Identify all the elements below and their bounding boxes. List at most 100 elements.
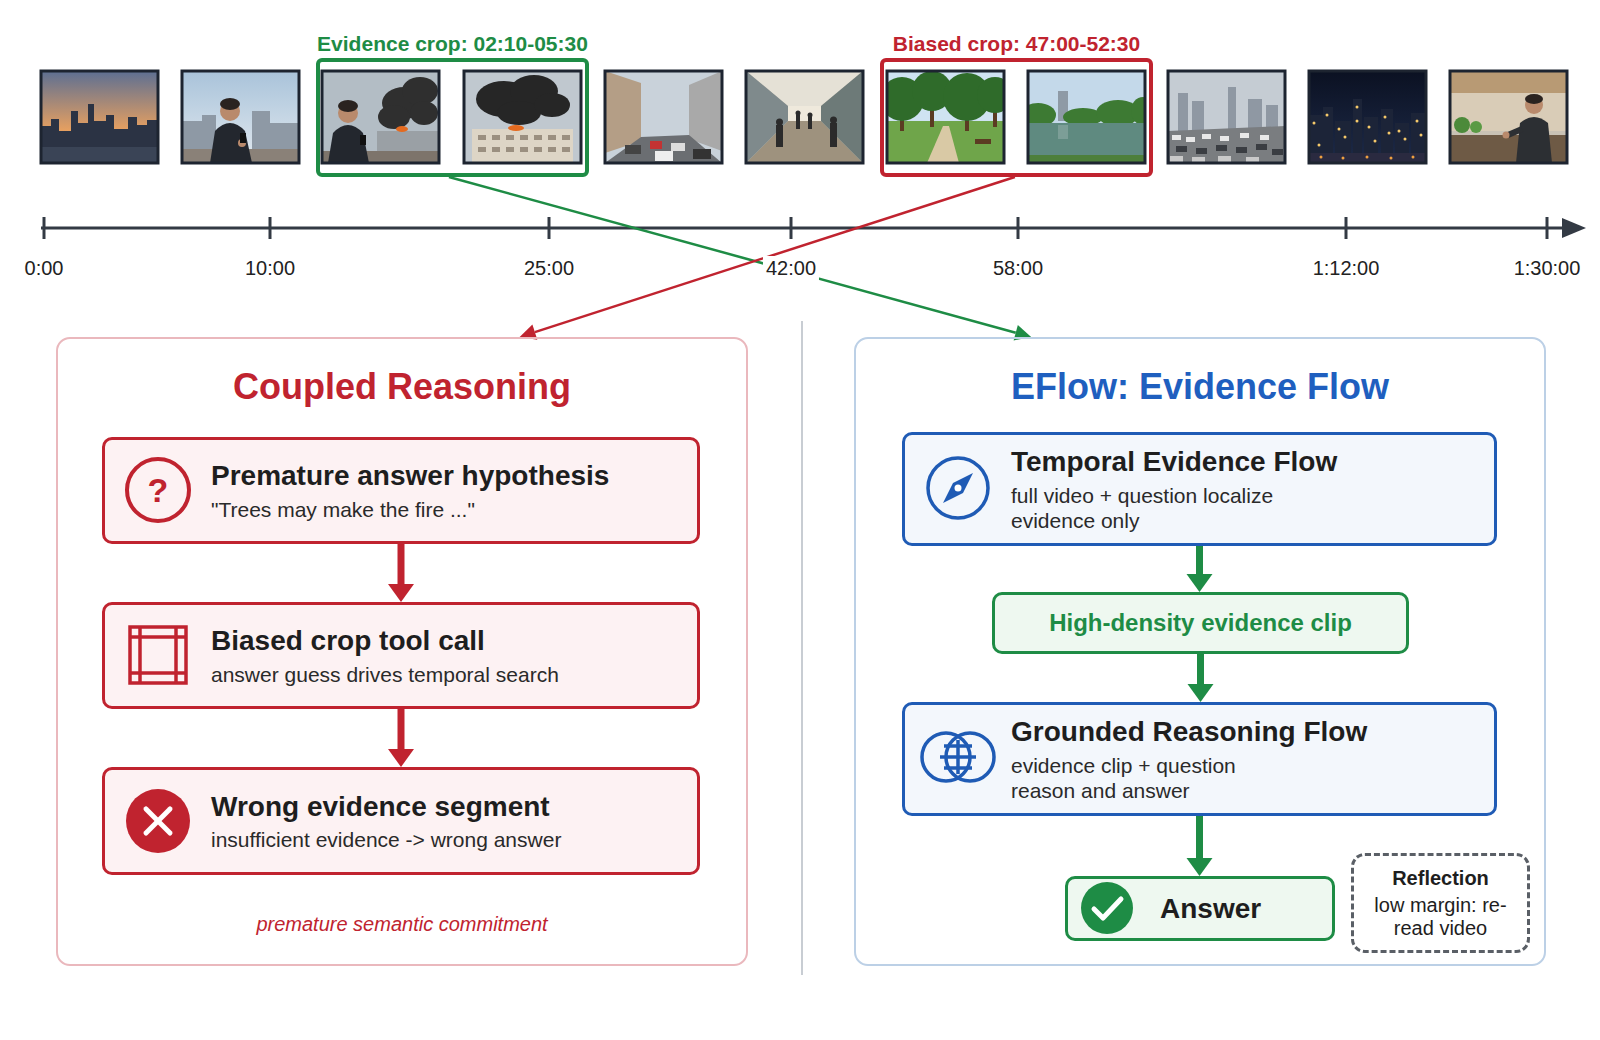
illustration-shape: [478, 135, 486, 140]
illustration-shape: [1196, 148, 1207, 154]
illustration-shape: [464, 71, 581, 163]
illustration-shape: [220, 98, 240, 110]
illustration-shape: [746, 71, 863, 163]
illustration-shape: [605, 71, 722, 163]
label-slot: 42:00: [763, 256, 819, 280]
illustration-shape: [130, 627, 186, 683]
flow-arrow: [449, 177, 1016, 333]
illustration-shape: [746, 71, 788, 163]
illustration-shape: [956, 740, 960, 774]
illustration-shape: [1260, 135, 1269, 140]
label-slot: 1:12:00: [1310, 256, 1383, 280]
illustration-shape: [146, 809, 170, 833]
illustration-shape: [478, 135, 570, 152]
illustration-shape: [746, 71, 863, 163]
illustration-shape: [605, 135, 722, 163]
time-label: 1:12:00: [1310, 256, 1383, 280]
illustration-shape: [1028, 123, 1145, 163]
illustration-shape: [322, 71, 439, 163]
flow-arrow: [398, 544, 405, 584]
evidence-crop-box: Evidence crop: 02:10-05:30: [316, 58, 589, 177]
illustration-shape: [1216, 145, 1227, 151]
biased-crop-box: Biased crop: 47:00-52:30: [880, 58, 1153, 177]
illustration-shape: [1344, 136, 1347, 139]
question-icon: [127, 459, 189, 521]
crop-icon: [130, 627, 186, 683]
illustration-shape: [1309, 71, 1426, 163]
reflection-body: low margin: re-read video: [1366, 894, 1516, 940]
illustration-shape: [693, 149, 711, 159]
time-label: 42:00: [763, 256, 819, 280]
illustration-shape: [1094, 899, 1121, 918]
answer-box: Answer: [1065, 876, 1335, 941]
label-slot: 25:00: [521, 256, 577, 280]
video-frame: [41, 71, 158, 163]
illustration-shape: [1342, 157, 1345, 160]
illustration-shape: [605, 71, 722, 163]
illustration-shape: [1176, 146, 1187, 152]
illustration-shape: [1450, 71, 1567, 163]
check-icon: [1081, 882, 1133, 934]
illustration-shape: [548, 147, 556, 152]
illustration-shape: [790, 217, 793, 239]
illustration-shape: [1172, 135, 1181, 140]
illustration-shape: [1168, 71, 1285, 163]
video-frame: [464, 71, 581, 163]
illustration-shape: [1028, 97, 1145, 127]
illustration-shape: [476, 75, 570, 125]
illustration-shape: [1168, 126, 1285, 163]
illustration-shape: [41, 71, 158, 163]
illustration-shape: [41, 147, 158, 163]
illustration-shape: [146, 809, 170, 833]
box-body: full video + question localize evidence …: [1011, 483, 1281, 533]
illustration-shape: [174, 627, 178, 683]
label-slot: 58:00: [990, 256, 1046, 280]
illustration-shape: [126, 789, 190, 853]
flow-arrow: [535, 177, 1015, 332]
illustration-shape: [1503, 132, 1510, 139]
illustration-shape: [940, 755, 976, 759]
illustration-shape: [1368, 126, 1371, 129]
coupled-panel: Coupled Reasoningpremature semantic comm…: [56, 337, 748, 966]
flow-box: Temporal Evidence Flowfull video + quest…: [902, 432, 1497, 546]
video-frame: [746, 71, 863, 163]
illustration-shape: [1374, 140, 1377, 143]
illustration-shape: [548, 217, 551, 239]
illustration-shape: [240, 133, 246, 143]
illustration-shape: [1309, 99, 1426, 163]
illustration-shape: [182, 71, 299, 163]
illustration-shape: [1218, 156, 1231, 162]
illustration-shape: [821, 71, 863, 163]
illustration-shape: [1345, 217, 1348, 239]
illustration-shape: [1172, 133, 1269, 142]
illustration-shape: [944, 744, 972, 748]
illustration-shape: [1320, 156, 1323, 159]
illustration-shape: [944, 766, 972, 770]
illustration-shape: [464, 71, 581, 163]
step-box: Biased crop tool callanswer guess drives…: [102, 602, 700, 709]
flow-arrow: [398, 709, 405, 749]
illustration-shape: [922, 733, 970, 781]
illustration-shape: [520, 147, 528, 152]
illustration-shape: [1028, 71, 1145, 163]
step-box: Wrong evidence segmentinsufficient evide…: [102, 767, 700, 875]
illustration-shape: [1313, 122, 1316, 125]
illustration-shape: [1454, 117, 1470, 133]
illustration-shape: [887, 71, 1004, 121]
illustration-shape: [562, 147, 570, 152]
illustration-shape: [1525, 94, 1543, 104]
video-frame: [880, 71, 1013, 163]
illustration-shape: [562, 135, 570, 140]
illustration-shape: [182, 71, 299, 163]
eflow-panel: EFlow: Evidence FlowTemporal Evidence Fl…: [854, 337, 1546, 966]
illustration-shape: [1338, 128, 1341, 131]
video-frame: [1020, 71, 1155, 163]
box-heading: Wrong evidence segment: [211, 790, 550, 824]
illustration-shape: [43, 217, 46, 239]
illustration-shape: [360, 135, 366, 145]
illustration-shape: [492, 135, 500, 140]
illustration-shape: [1416, 120, 1419, 123]
illustration-shape: [1256, 144, 1267, 150]
illustration-shape: [1356, 106, 1359, 109]
illustration-shape: [182, 71, 299, 163]
